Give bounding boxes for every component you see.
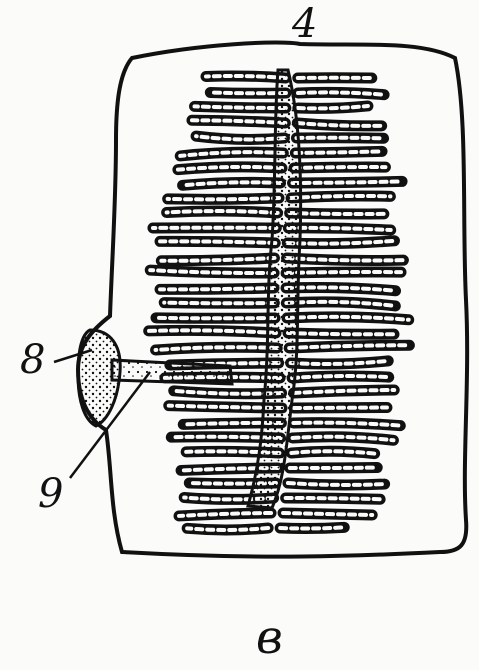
figure-caption: в <box>256 614 283 660</box>
lobule-lumen <box>295 151 382 153</box>
label-8: 8 <box>20 340 45 380</box>
lobule-lumen <box>288 483 385 485</box>
lobule-lumen <box>293 181 403 183</box>
lobule-lumen <box>294 167 385 168</box>
label-4: 4 <box>292 4 317 44</box>
lobule-lumen <box>210 92 286 93</box>
lobule-lumen <box>195 106 286 108</box>
label-9: 9 <box>38 474 63 514</box>
lobule-lumen <box>286 498 380 499</box>
lobule-lumen <box>206 76 286 78</box>
lobule-lumen <box>294 407 387 408</box>
lobule-lumen <box>292 376 389 378</box>
lobule-lumen <box>168 198 279 199</box>
structure-8 <box>78 330 120 426</box>
lobule-lumen <box>164 303 274 304</box>
lobule-lumen <box>283 513 372 515</box>
lobule-lumen <box>280 527 344 528</box>
lobule-lumen <box>286 272 401 273</box>
lobule-lumen <box>160 241 275 243</box>
lobule-lumen <box>167 211 278 213</box>
lobule-lumen <box>288 228 390 230</box>
lobule-lumen <box>290 213 384 214</box>
